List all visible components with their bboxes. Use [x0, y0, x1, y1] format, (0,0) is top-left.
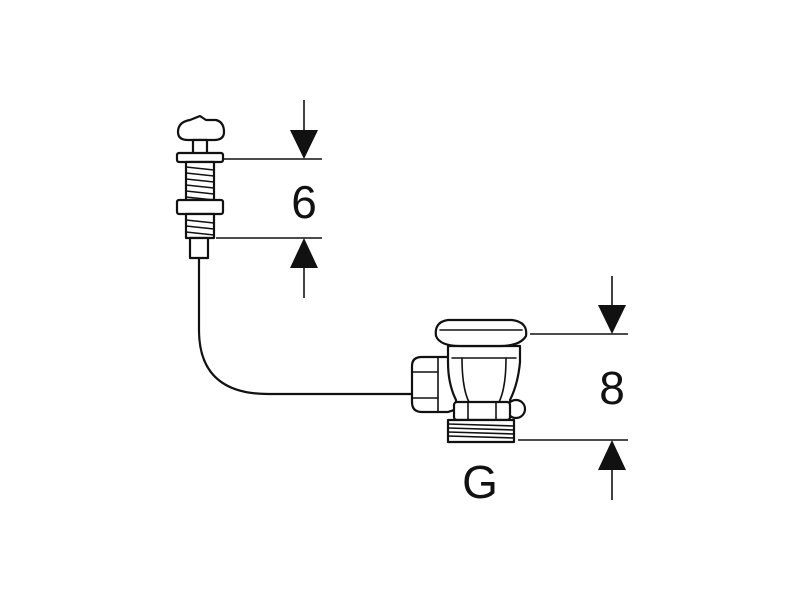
lower-dimension-up-arrow: [598, 440, 626, 470]
outlet-nut: [452, 400, 512, 422]
actuator-ferrule: [188, 236, 210, 260]
threaded-outlet: [446, 418, 516, 444]
upper-dimension-label: 6: [291, 176, 317, 228]
upper-dimension-down-arrow: [290, 130, 318, 159]
lower-dimension-down-arrow: [598, 305, 626, 334]
stopper-cap: [434, 318, 528, 348]
thread-label: G: [462, 456, 498, 508]
upper-dimension-up-arrow: [290, 238, 318, 268]
outlet-thread-lines: [447, 423, 515, 439]
actuator-upper-nut: [175, 151, 225, 164]
lower-dimension: [518, 276, 628, 500]
lower-dimension-label: 8: [599, 362, 625, 414]
upper-dimension: [216, 100, 322, 298]
bowden-cable: [197, 256, 414, 396]
actuator-assembly: [175, 114, 226, 260]
actuator-lower-thread-lines: [185, 219, 215, 236]
drain-valve-assembly: [410, 318, 528, 444]
actuator-knob: [176, 114, 226, 142]
actuator-lower-nut: [175, 198, 225, 216]
